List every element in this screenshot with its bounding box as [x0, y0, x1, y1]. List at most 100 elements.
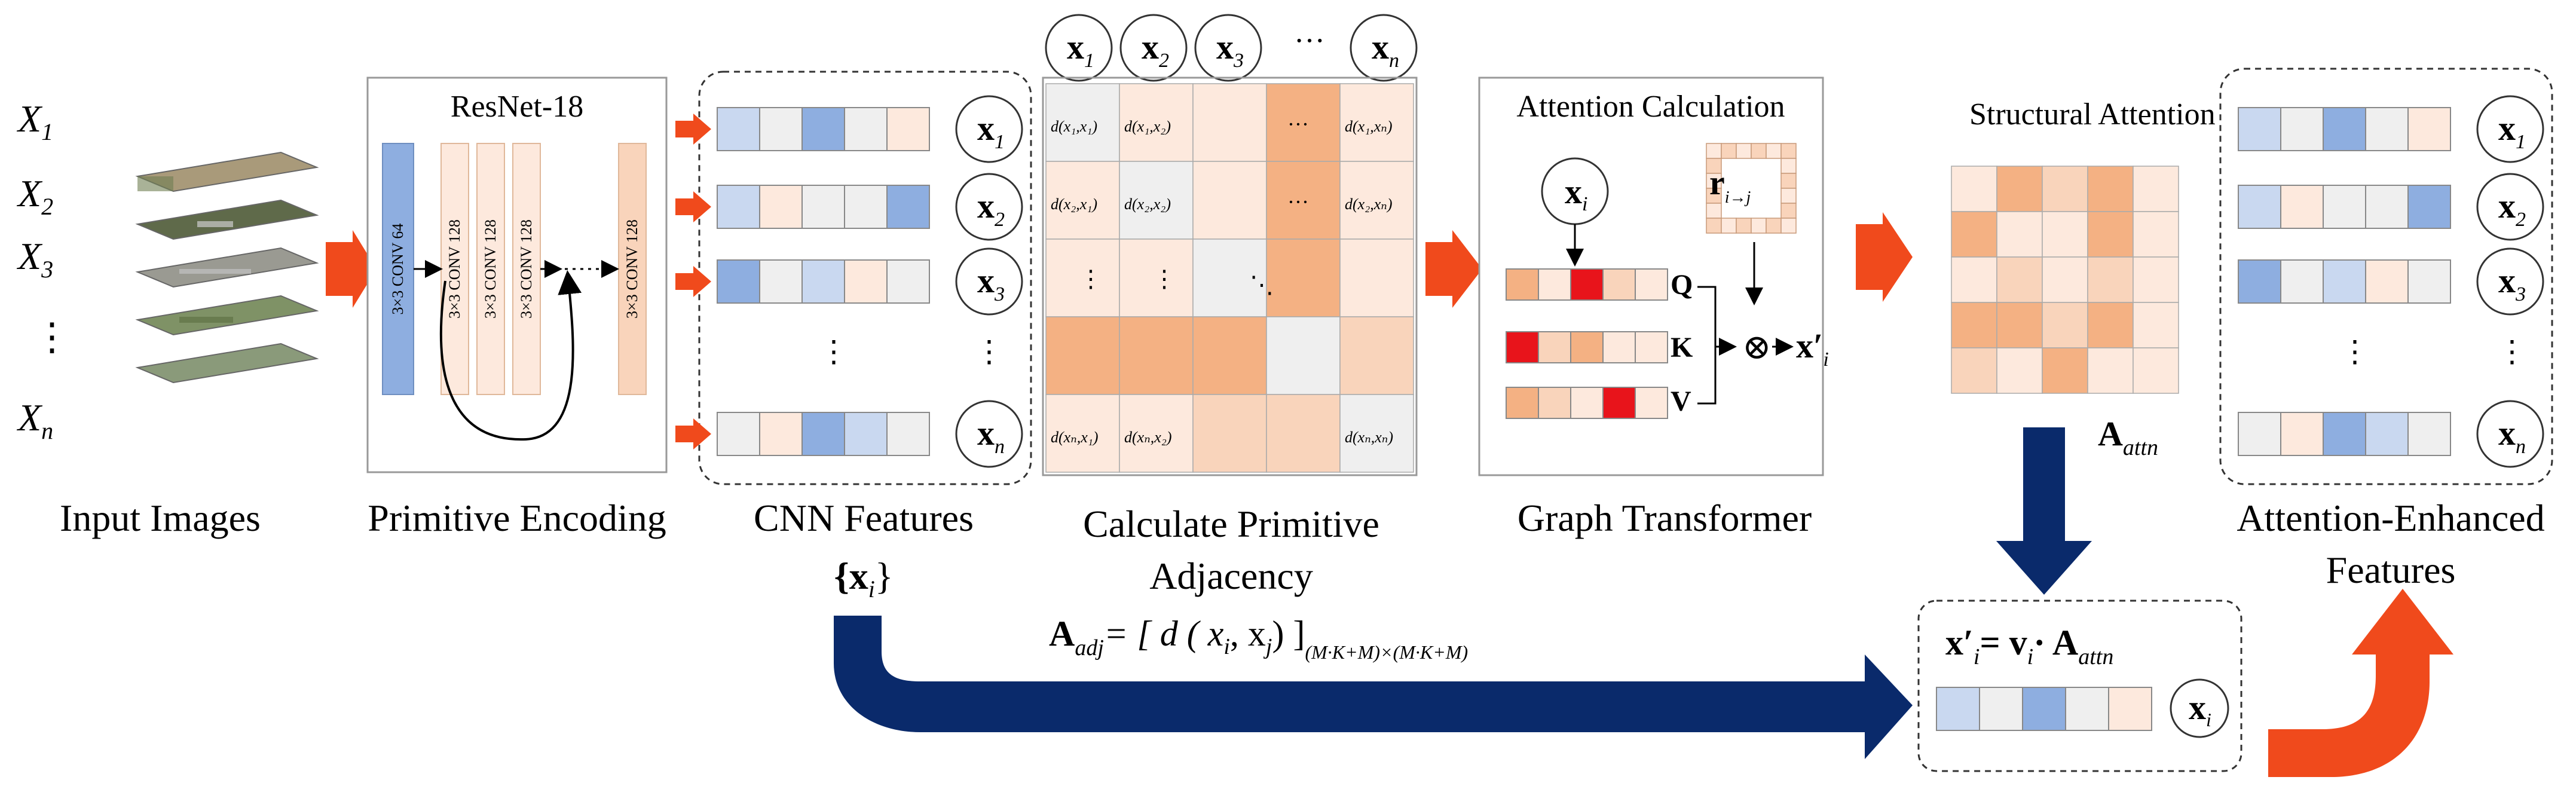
enhanced-feature-row-cell — [2365, 412, 2409, 456]
v-vector-cell — [1635, 387, 1668, 419]
cnn-feature-row-cell — [759, 412, 803, 456]
cnn-dots-right: ⋮ — [974, 335, 1004, 368]
adjacency-ellipsis: ··· — [1287, 112, 1309, 136]
structural-cell — [2042, 302, 2088, 348]
adjacency-cell-label: d(x₂,xₙ) — [1345, 195, 1392, 213]
aerial-tile-2 — [135, 199, 319, 240]
cnn-feature-row-cell — [886, 107, 930, 151]
cnn-feature-row-cell — [717, 412, 760, 456]
relation-ring-cell — [1780, 158, 1797, 174]
k-vector-cell — [1538, 331, 1571, 363]
enhanced-feature-row-cell — [2238, 259, 2281, 304]
enhanced-caption-line2: Features — [2326, 549, 2456, 591]
adjacency-cell — [1192, 83, 1267, 162]
input-label-n: Xn — [16, 396, 53, 444]
cnn-caption-line1: CNN Features — [754, 497, 974, 539]
structural-cell — [1951, 347, 1997, 394]
output-feature-row-cell — [2108, 687, 2152, 731]
cnn-feature-row-cell — [717, 185, 760, 229]
aerial-image-stack — [135, 151, 319, 384]
adjacency-cell — [1266, 238, 1341, 317]
relation-ring-cell — [1736, 218, 1752, 234]
adjacency-caption-line2: Adjacency — [1149, 555, 1313, 597]
cnn-feature-row-cell — [759, 107, 803, 151]
adjacency-cell — [1045, 161, 1120, 240]
cnn-feature-row-cell — [886, 185, 930, 229]
adjacency-cell-label: d(x₁,x₂) — [1124, 118, 1171, 135]
output-node — [2170, 678, 2229, 738]
structural-cell — [2087, 211, 2134, 258]
cnn-feature-row — [717, 185, 930, 229]
structural-cell — [2133, 347, 2179, 394]
adjacency-cell — [1192, 316, 1267, 395]
adjacency-cell — [1266, 394, 1341, 473]
structural-cell — [1951, 166, 1997, 212]
enhanced-feature-row — [2238, 259, 2451, 304]
structural-cell — [2042, 347, 2088, 394]
enhanced-feature-row-cell — [2323, 107, 2366, 151]
attention-output: x′i — [1796, 326, 1829, 371]
otimes-symbol: ⊗ — [1742, 328, 1772, 366]
cnn-feature-row-cell — [886, 259, 930, 304]
query-node-label: xi — [1565, 172, 1587, 215]
adjacency-cell — [1266, 161, 1341, 240]
relation-ring-cell — [1751, 143, 1767, 159]
cnn-input-arrow — [675, 191, 711, 222]
adjacency-header-node — [1045, 14, 1113, 82]
conv-layer-128-d — [618, 143, 647, 395]
structural-cell — [1951, 211, 1997, 258]
enhanced-vector-node-label: xn — [2498, 414, 2526, 458]
enhanced-vector-node-label: x1 — [2498, 109, 2526, 153]
structural-cell — [2087, 302, 2134, 348]
adjacency-cell — [1192, 161, 1267, 240]
adjacency-formula: Aadj= [ d ( xi, xj) ](M·K+M)×(M·K+M) — [1049, 614, 1468, 663]
relation-ring — [1706, 143, 1797, 234]
v-vector-cell — [1506, 387, 1539, 419]
cnn-vector-node — [955, 95, 1023, 163]
adjacency-cell-label: d(xₙ,x₂) — [1124, 429, 1171, 446]
enhanced-feature-row-cell — [2407, 259, 2451, 304]
enhanced-vector-node-label: x2 — [2498, 186, 2526, 231]
adjacency-header-ellipsis: ··· — [1294, 24, 1325, 58]
encoder-caption: Primitive Encoding — [368, 497, 666, 539]
cnn-feature-row-cell — [844, 185, 888, 229]
adjacency-cell — [1045, 238, 1120, 317]
input-label-2: X2 — [16, 172, 53, 220]
enhanced-feature-row — [2238, 412, 2451, 456]
cnn-feature-row-cell — [717, 107, 760, 151]
relation-ring-cell — [1751, 218, 1767, 234]
structural-cell — [2042, 211, 2088, 258]
q-vector-cell — [1538, 268, 1571, 301]
cnn-vector-node-label: xn — [977, 414, 1005, 458]
adjacency-ddots: ⋱ — [1250, 271, 1274, 298]
adjacency-cell — [1192, 394, 1267, 473]
enhanced-feature-row-cell — [2238, 107, 2281, 151]
orange-curved-arrow — [2268, 589, 2453, 777]
relation-label: ri→j — [1709, 163, 1751, 207]
enhanced-vector-node — [2476, 400, 2544, 468]
conv-layer-128-a — [440, 143, 469, 395]
adjacency-cell — [1119, 161, 1194, 240]
adjacency-header-node — [1350, 14, 1418, 82]
structural-cell — [2133, 211, 2179, 258]
encoder-title: ResNet-18 — [451, 90, 583, 124]
cnn-feature-row-cell — [717, 259, 760, 304]
k-vector — [1506, 331, 1668, 363]
input-label-dots: ⋮ — [33, 316, 71, 358]
aerial-tile-4 — [135, 295, 319, 336]
relation-ring-cell — [1706, 173, 1722, 189]
relation-ring-cell — [1766, 218, 1782, 234]
cnn-input-arrow — [675, 266, 711, 297]
enhanced-vector-node — [2476, 247, 2544, 316]
relation-ring-cell — [1780, 188, 1797, 204]
skip-connection — [439, 270, 582, 441]
enhanced-feature-row-cell — [2365, 107, 2409, 151]
adjacency-cell — [1339, 316, 1414, 395]
orange-arrow-2 — [1425, 230, 1482, 308]
cnn-feature-row-cell — [844, 107, 888, 151]
cnn-feature-row — [717, 259, 930, 304]
input-label-3: X3 — [16, 235, 53, 283]
structural-cell — [1996, 302, 2043, 348]
structural-matrix-label: Aattn — [2098, 414, 2158, 460]
